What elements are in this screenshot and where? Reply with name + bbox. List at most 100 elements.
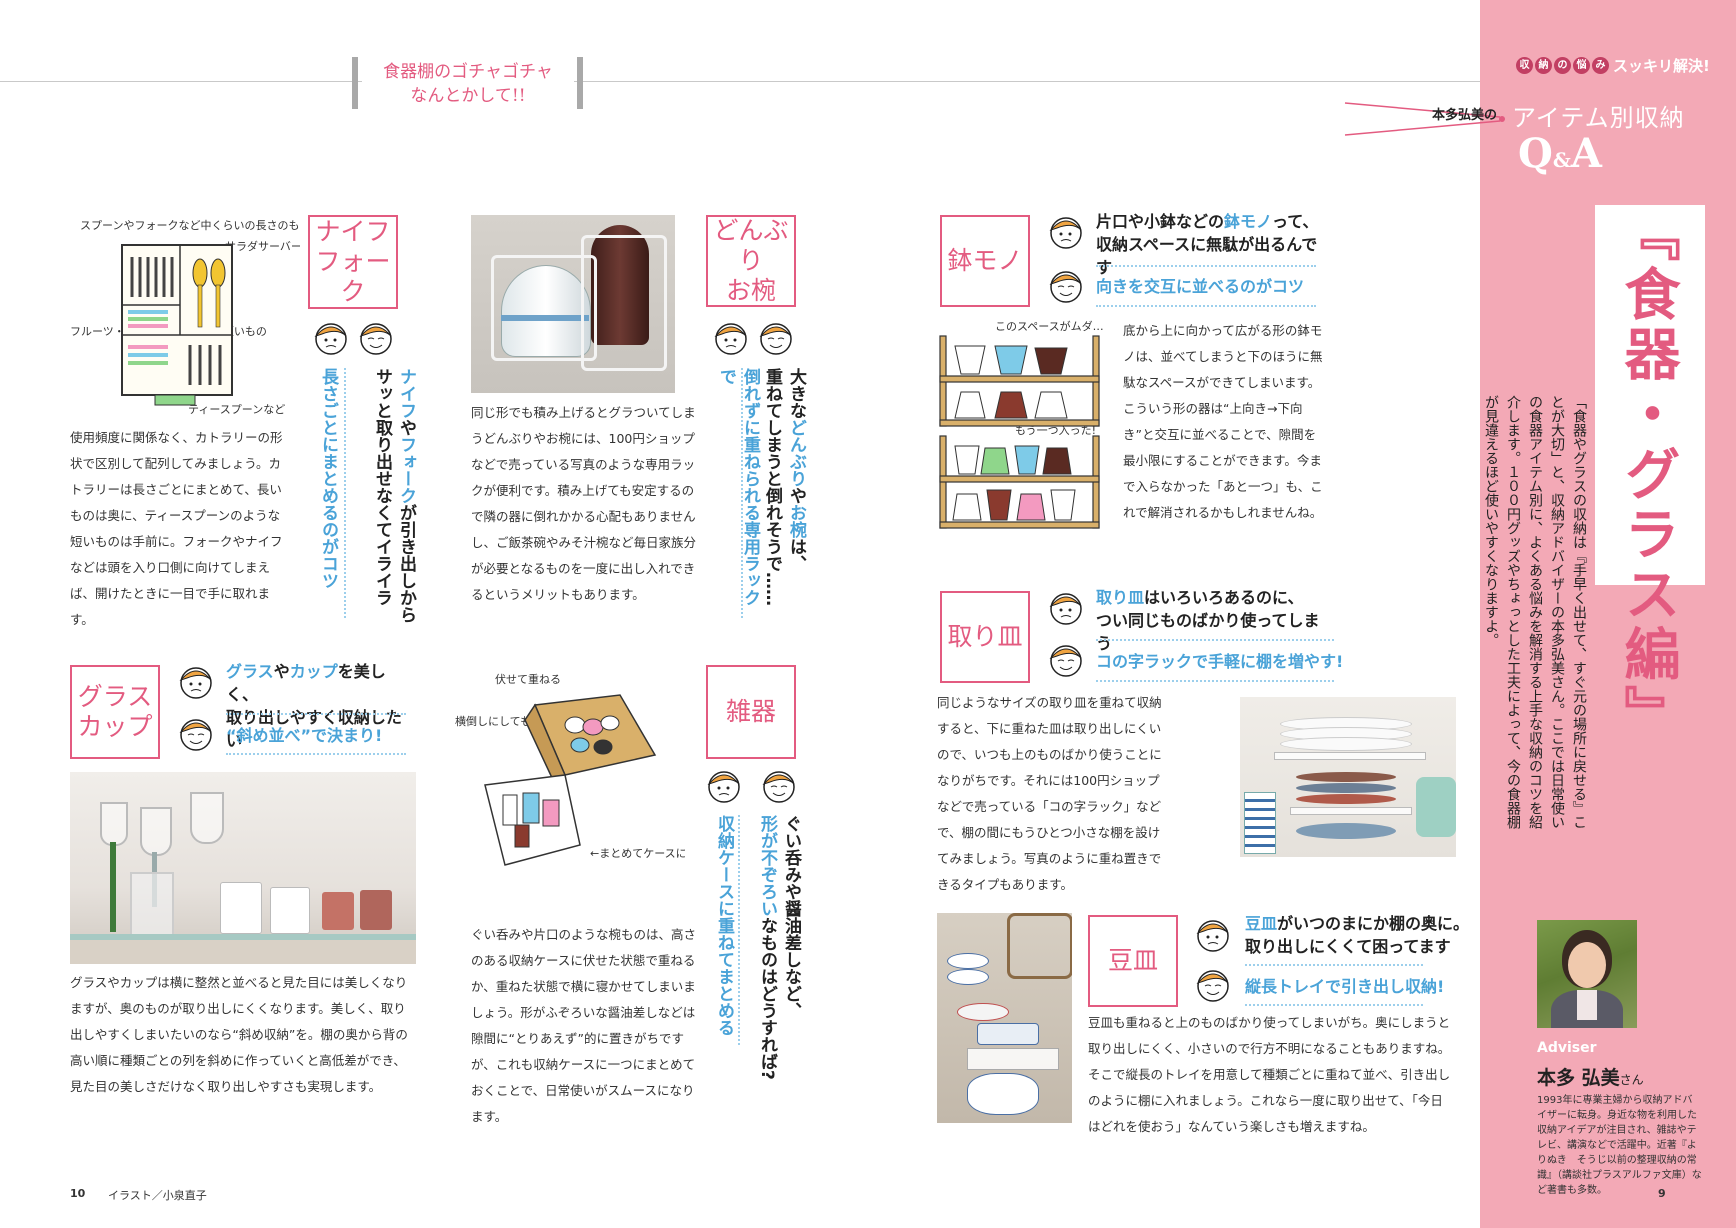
tag-torizara-line1: 取り皿 — [947, 622, 1023, 651]
answer-face-icon — [1196, 970, 1229, 1002]
feature-title-box — [1595, 205, 1705, 585]
header-title-line2: なんとかして!! — [410, 86, 526, 106]
q-cup: カップ — [289, 662, 338, 681]
tag-glass-line1: グラス — [77, 682, 153, 711]
q-tte: って、 — [1272, 212, 1319, 231]
illustration-credit: イラスト／小泉直子 — [108, 1189, 207, 1202]
hachi-question-dots — [1096, 265, 1316, 267]
kicker-char: み — [1592, 57, 1609, 74]
tag-knife-line2: フォーク — [315, 247, 391, 306]
hachi-answer-dots — [1096, 305, 1316, 307]
kicker-rest: スッキリ解決! — [1613, 57, 1710, 75]
glass-question-dots — [226, 713, 406, 715]
hachi-answer: 向きを交互に並べるのがコツ — [1096, 277, 1305, 296]
glasses-photo — [70, 772, 416, 964]
feature-intro: 「食器やグラスの収納は『手早く出せて、すぐ元の場所に戻せる』ことが大切」と、収納… — [1483, 395, 1587, 829]
tag-donburi: どんぶりお椀 — [706, 215, 796, 307]
mamezara-question-line2: 取り出しにくくて困ってます — [1245, 937, 1451, 956]
tag-hachi-line1: 鉢モノ — [947, 246, 1023, 275]
tag-glass-cup: グラスカップ — [70, 665, 160, 759]
adviser-name-suffix: さん — [1619, 1073, 1644, 1087]
knife-answer-dots — [344, 368, 346, 618]
glass-body: グラスやカップは横に整然と並べると見た目には美しくなりますが、奥のものが取り出し… — [70, 975, 408, 1094]
q-owan: お椀 — [786, 504, 806, 538]
question-face-icon — [314, 323, 347, 355]
q-knife: ナイフ — [396, 368, 416, 419]
donburi-rack-photo — [471, 215, 675, 393]
question-face-icon — [1196, 920, 1229, 952]
hachi-body: 底から上に向かって広がる形の鉢モノは、並べてしまうと下のほうに無駄なスペースがで… — [1123, 323, 1323, 520]
knife-body: 使用頻度に関係なく、カトラリーの形状で区別して配列してみましょう。カトラリーは長… — [70, 430, 283, 627]
tag-torizara: 取り皿 — [940, 591, 1030, 683]
kicker-char: 収 — [1516, 57, 1533, 74]
zakki-answer-dots — [738, 815, 740, 1045]
zakki-question: ぐい呑みや醤油差しなど、 形が不ぞろいなものはどうすれば? — [755, 815, 803, 1080]
tag-zakki-line1: 雑器 — [725, 697, 776, 726]
torizara-answer-dots — [1096, 680, 1334, 682]
question-face-icon — [714, 323, 747, 355]
q-rest: を美しく、 — [226, 662, 386, 704]
top-rule — [0, 81, 1480, 82]
mamezara-question: 豆皿がいつのまにか棚の奥に。 取り出しにくくて困ってます — [1245, 912, 1485, 958]
question-face-icon — [179, 667, 212, 699]
zakki-answer: 収納ケースに重ねてまとめる — [714, 815, 734, 1036]
q-rest: なものはどうすれば? — [757, 917, 777, 1080]
q-mamezara: 豆皿 — [1245, 914, 1278, 933]
donburi-question: 大きなどんぶりやお椀は、 重ねてしまうと倒れそうで…… — [760, 368, 808, 628]
glass-question-line2: 取り出しやすく収納したい — [226, 708, 402, 750]
mamezara-answer: 縦長トレイで引き出し収納! — [1245, 977, 1445, 996]
glass-question: グラスやカップを美しく、 取り出しやすく収納したい — [226, 660, 416, 752]
q-ya: や — [396, 419, 416, 436]
kicker-char: 納 — [1535, 57, 1552, 74]
q-torizara: 取り皿 — [1096, 588, 1145, 607]
series-title: アイテム別収納 — [1512, 104, 1685, 132]
tag-mamezara-line1: 豆皿 — [1107, 946, 1158, 975]
tray-photo — [937, 913, 1072, 1123]
tag-knife-line1: ナイフ — [315, 217, 391, 246]
q-wa: は、 — [786, 538, 806, 572]
q-ya: や — [786, 487, 806, 504]
question-face-icon — [1049, 593, 1082, 625]
answer-face-icon — [359, 323, 392, 355]
donburi-body: 同じ形でも積み上げるとグラついてしまうどんぶりやお椀には、100円ショップなどで… — [471, 405, 697, 602]
header-bracket-left — [352, 57, 358, 109]
q-ya: や — [273, 662, 290, 681]
answer-face-icon — [762, 771, 795, 803]
series-qa: Q&A — [1518, 130, 1602, 177]
page-number-right: 9 — [1658, 1187, 1666, 1200]
note-matomete: ←まとめてケースに — [590, 847, 685, 860]
adviser-photo — [1537, 920, 1637, 1028]
qa-a: A — [1570, 130, 1602, 177]
torizara-answer: コの字ラックで手軽に棚を増やす! — [1096, 652, 1344, 671]
torizara-question-dots — [1096, 639, 1334, 641]
knife-question-line2: サッと取り出せなくてイライラ — [372, 368, 392, 606]
q-rest: が引き出しから — [396, 504, 416, 623]
cutlery-tray-illustration: スプーンやフォークなど中くらいの長さのもの サラダサーバーなど柄の長いもの フル… — [70, 219, 300, 416]
mamezara-body: 豆皿も重ねると上のものばかり使ってしまいがち。奥にしまうと取り出しにくく、小さい… — [1088, 1015, 1451, 1134]
torizara-question: 取り皿はいろいろあるのに、 つい同じものばかり使ってしまう — [1096, 586, 1326, 655]
torizara-body: 同じようなサイズの取り皿を重ねて収納すると、下に重ねた皿は取り出しにくいので、い… — [937, 695, 1162, 892]
shelf-bowls-illustration: このスペースがムダ… もう一つ入った! — [939, 319, 1104, 529]
donburi-answer-dots — [741, 368, 743, 618]
question-face-icon — [1049, 217, 1082, 249]
tag-zakki: 雑器 — [706, 665, 796, 759]
note-teaspoon: ティースプーンなど — [188, 403, 285, 416]
qa-q: Q — [1518, 130, 1553, 177]
case-illustration: 伏せて重ねる 横倒しにしてもOK! ←まとめてケースに — [455, 672, 685, 866]
q-donburi: どんぶり — [786, 419, 806, 487]
note-long: サラダサーバーなど柄の長いもの — [225, 239, 300, 253]
note-mouhitotsu: もう一つ入った! — [1015, 424, 1096, 437]
note-medium: スプーンやフォークなど中くらいの長さのもの — [80, 219, 300, 232]
donburi-answer: 倒れずに重ねられる専用ラックで — [716, 368, 760, 606]
tag-knife-fork: ナイフフォーク — [308, 215, 398, 309]
header-bracket-right — [577, 57, 583, 109]
sidebar-kicker: 収 納 の 悩 み スッキリ解決! — [1516, 55, 1710, 76]
glass-answer-dots — [226, 753, 406, 755]
q-ookina: 大きな — [786, 368, 806, 419]
donburi-question-line2: 重ねてしまうと倒れそうで…… — [762, 368, 782, 606]
q-rest: はいろいろあるのに、 — [1144, 588, 1304, 607]
q-fuzoroi: 不ぞろい — [757, 849, 777, 917]
hachi-question-line2: 収納スペースに無駄が出るんです — [1096, 235, 1318, 277]
note-muda: このスペースがムダ… — [995, 319, 1104, 333]
glass-answer: “斜め並べ”で決まり! — [226, 726, 383, 745]
